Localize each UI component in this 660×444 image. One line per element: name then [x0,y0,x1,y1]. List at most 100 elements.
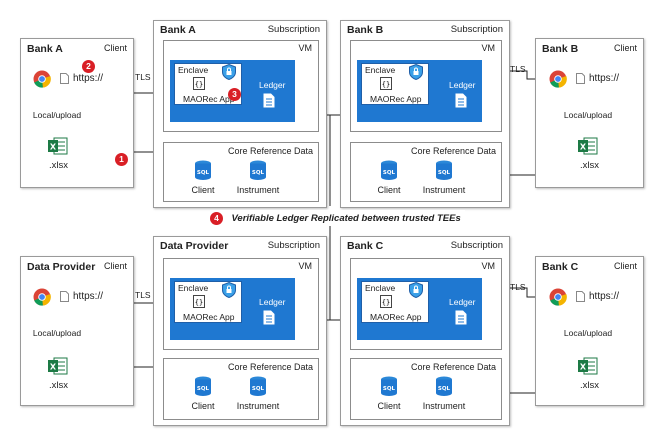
enclave-label: Enclave [178,283,209,293]
enclave-box: Enclave MAORec App [174,281,242,323]
svg-text:{}: {} [382,81,390,89]
tls-label: TLS [135,72,151,82]
sql-database-icon: SQL [195,376,211,396]
svg-text:SQL: SQL [252,386,265,392]
instrument-db-label: Instrument [422,401,466,411]
file-label: .xlsx [580,160,599,171]
ledger-document-icon [263,93,275,108]
core-reference-bank-a: Core Reference Data [163,142,319,202]
sql-database-icon: SQL [381,376,397,396]
client-title: Bank C [542,261,579,273]
subscription-label: Subscription [267,240,320,251]
sql-database-icon: SQL [250,376,266,396]
shield-icon [409,281,423,299]
svg-text:SQL: SQL [252,170,265,176]
excel-icon: X [48,357,68,375]
subscription-title: Bank C [347,240,384,252]
sql-database-icon: SQL [195,160,211,180]
core-reference-data-provider: Core Reference Data [163,358,319,420]
ledger-label: Ledger [449,297,476,307]
svg-text:X: X [580,363,587,372]
tls-label: TLS [510,282,526,292]
page-icon [60,291,69,302]
step-badge-4: 4 [210,212,223,226]
url-text: https:// [73,73,104,84]
core-reference-bank-b: Core Reference Data [350,142,502,202]
page-icon [60,73,69,84]
subscription-label: Subscription [450,240,503,251]
sql-database-icon: SQL [436,160,452,180]
replication-banner: 4 Verifiable Ledger Replicated between t… [210,210,465,226]
ledger-document-icon [455,93,467,108]
svg-text:SQL: SQL [383,386,396,392]
step-badge-3: 3 [228,88,241,101]
url-text: https:// [589,73,620,84]
chrome-icon [549,288,567,306]
client-db-label: Client [191,401,215,411]
svg-text:X: X [50,143,57,152]
shield-icon [409,63,423,81]
vm-label: VM [481,261,496,271]
ledger-label: Ledger [259,297,286,307]
svg-text:SQL: SQL [438,170,451,176]
page-icon [576,291,585,302]
excel-icon: X [48,137,68,155]
client-label: Client [613,261,637,271]
app-icon: {} [380,77,392,90]
svg-text:X: X [580,143,587,152]
svg-text:{}: {} [382,299,390,307]
app-icon: {} [193,77,205,90]
tls-label: TLS [510,64,526,74]
ledger-document-icon [455,310,467,325]
app-icon: {} [380,295,392,308]
instrument-db-label: Instrument [422,185,466,195]
app-label: MAORec App [370,94,422,104]
excel-icon: X [578,357,598,375]
file-label: .xlsx [49,160,68,171]
core-ref-label: Core Reference Data [410,362,496,372]
app-icon: {} [193,295,205,308]
core-ref-label: Core Reference Data [227,146,313,156]
chrome-icon [33,70,51,88]
local-upload-label: Local/upload [561,328,615,338]
subscription-title: Bank A [160,24,196,36]
client-db-label: Client [191,185,215,195]
enclave-label: Enclave [365,283,396,293]
client-title: Bank A [27,43,63,55]
vm-label: VM [481,43,496,53]
sql-database-icon: SQL [436,376,452,396]
page-icon [576,73,585,84]
client-title: Data Provider [27,261,96,273]
step-badge-1: 1 [115,153,128,166]
sql-database-icon: SQL [381,160,397,180]
enclave-label: Enclave [178,65,209,75]
banner-text: Verifiable Ledger Replicated between tru… [231,213,461,225]
client-label: Client [613,43,637,53]
local-upload-label: Local/upload [30,328,84,338]
file-label: .xlsx [49,380,68,391]
vm-label: VM [298,43,313,53]
subscription-title: Bank B [347,24,384,36]
svg-text:{}: {} [195,81,203,89]
vm-label: VM [298,261,313,271]
chrome-icon [549,70,567,88]
ledger-document-icon [263,310,275,325]
client-db-label: Client [377,401,401,411]
instrument-db-label: Instrument [236,401,280,411]
chrome-icon [33,288,51,306]
enclave-label: Enclave [365,65,396,75]
url-text: https:// [73,291,104,302]
svg-text:SQL: SQL [438,386,451,392]
sql-database-icon: SQL [250,160,266,180]
client-label: Client [103,43,127,53]
core-ref-label: Core Reference Data [410,146,496,156]
svg-text:X: X [50,363,57,372]
svg-text:SQL: SQL [383,170,396,176]
subscription-label: Subscription [450,24,503,35]
svg-text:SQL: SQL [197,170,210,176]
app-label: MAORec App [183,312,235,322]
core-ref-label: Core Reference Data [227,362,313,372]
subscription-title: Data Provider [160,240,229,252]
step-badge-2: 2 [82,60,95,73]
core-reference-bank-c: Core Reference Data [350,358,502,420]
